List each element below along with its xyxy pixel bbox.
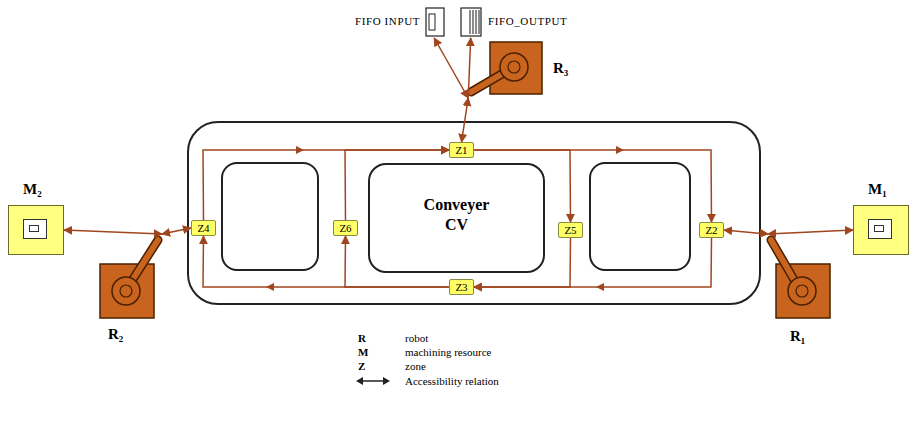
zone-box: Z4: [191, 220, 216, 236]
legend-letter: M: [358, 346, 368, 358]
accessibility-arrow: [724, 230, 768, 234]
fifo-stripe: [478, 10, 480, 34]
zone-box: Z2: [699, 222, 724, 238]
accessibility-arrow: [462, 98, 469, 142]
legend-text: robot: [405, 332, 428, 344]
legend-text: machining resource: [405, 346, 491, 358]
legend-text: Accessibility relation: [405, 375, 499, 387]
fifo-label: FIFO_OUTPUT: [488, 15, 567, 27]
resource-label: M₂: [23, 181, 42, 198]
fifo-store: FIFO INPUT: [310, 6, 448, 38]
robot: R₁: [766, 234, 832, 320]
machine-table: [868, 219, 892, 239]
zone-box: Z5: [558, 222, 583, 238]
robot-label: R₁: [790, 328, 805, 345]
zone-label: Z5: [559, 223, 582, 237]
conveyor-label: Conveyer CV: [417, 165, 497, 235]
zone-label: Z2: [700, 223, 723, 237]
fifo-input-icon: [426, 8, 444, 36]
robot-base: [100, 264, 154, 318]
robot-base: [490, 42, 542, 94]
machine-workpiece: [874, 225, 884, 232]
legend-arrow-sample: [356, 377, 390, 385]
machining-resource: M₂: [8, 205, 64, 255]
robot-label: R₃: [553, 60, 568, 77]
accessibility-arrow: [434, 38, 468, 98]
robot-joint: [788, 277, 816, 305]
robot-joint: [508, 61, 520, 73]
resource-label: M₁: [868, 181, 887, 198]
machine-table: [23, 219, 47, 239]
robot-joint: [120, 285, 132, 297]
robot-r3: [471, 42, 542, 94]
accessibility-arrow: [468, 38, 471, 98]
legend-arrowhead: [356, 377, 363, 385]
legend-text: zone: [405, 360, 426, 372]
machining-resource: M₁: [853, 205, 909, 255]
fifo-stripe: [472, 10, 474, 34]
robot-label: R₂: [108, 326, 123, 343]
fifo-stripe: [475, 10, 477, 34]
fifo-store: FIFO_OUTPUT: [458, 6, 585, 38]
robot-r2: [100, 240, 158, 318]
conveyor-island: [222, 163, 318, 270]
robot-joint: [500, 53, 528, 81]
robot: R₃: [465, 40, 545, 98]
conveyor-outline: [188, 122, 760, 304]
legend-letter: R: [358, 332, 366, 344]
robot-joint: [112, 277, 140, 305]
fifo-stripe: [469, 10, 471, 34]
zone-label: Z1: [450, 143, 473, 157]
accessibility-arrow: [162, 228, 191, 234]
machine-workpiece: [29, 225, 39, 232]
robot-base: [776, 264, 830, 318]
robot: R₂: [98, 234, 164, 320]
zone-box: Z1: [449, 142, 474, 158]
robot-joint: [796, 285, 808, 297]
fifo-output-icon: [461, 8, 481, 36]
fifo-label: FIFO INPUT: [355, 15, 420, 27]
legend-arrowhead: [383, 377, 390, 385]
zone-label: Z6: [334, 221, 357, 235]
flow-arrowheads: [266, 146, 624, 291]
accessibility-arrow: [768, 230, 853, 234]
fifo-slot: [429, 14, 435, 30]
robot-r1: [771, 240, 830, 318]
fifo-stripes: [470, 10, 479, 34]
zone-label: Z4: [192, 221, 215, 235]
accessibility-arrow: [64, 230, 162, 234]
zone-box: Z6: [333, 220, 358, 236]
zone-box: Z3: [449, 279, 474, 295]
zone-label: Z3: [450, 280, 473, 294]
conveyor-block: Conveyer CV: [368, 163, 545, 273]
conveyor-island: [590, 163, 690, 270]
legend-letter: Z: [358, 360, 365, 372]
